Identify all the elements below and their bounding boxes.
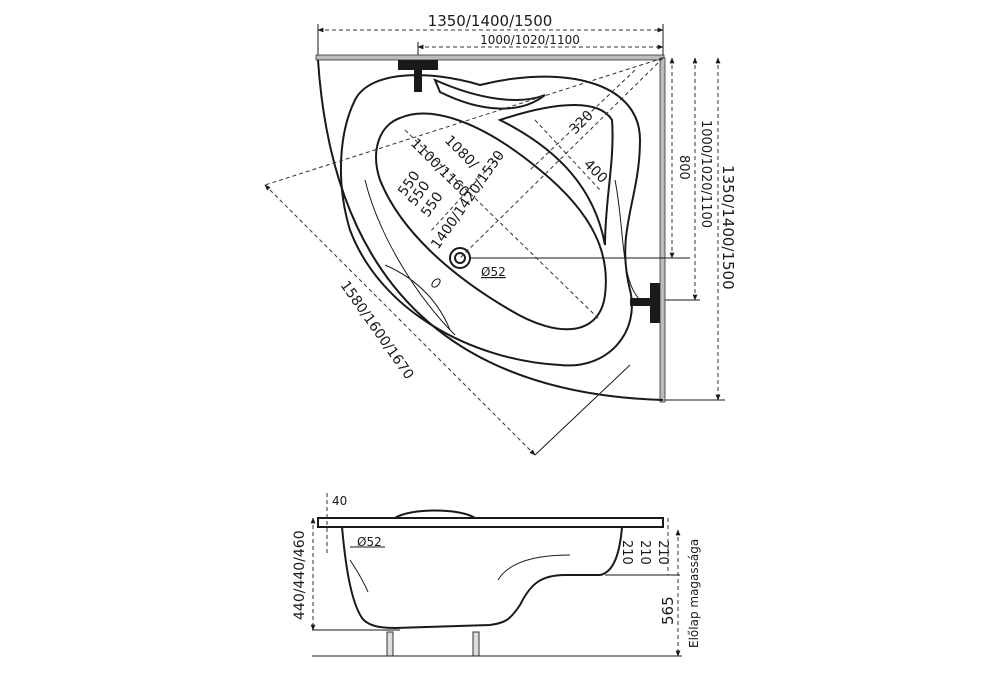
tub-basin xyxy=(375,112,607,331)
overflow-icon xyxy=(431,278,441,288)
dim-diagonal: 1580/1600/1670 xyxy=(337,278,417,382)
wall-top xyxy=(315,54,665,61)
dim-overall-width: 1350/1400/1500 xyxy=(428,12,553,30)
tub-contour xyxy=(614,179,641,301)
side-headrest xyxy=(394,509,476,519)
dim-right-800: 800 xyxy=(676,155,691,180)
dim-210-b: 210 xyxy=(637,540,652,565)
dim-210-a: 210 xyxy=(619,540,634,565)
side-rim xyxy=(317,517,664,528)
dim-rim: 40 xyxy=(332,494,347,508)
tub-outer-edge xyxy=(317,59,664,401)
drain-diameter-side: Ø52 xyxy=(357,535,382,549)
dim-400: 400 xyxy=(580,157,610,187)
dim-right-inner: 1000/1020/1100 xyxy=(698,120,713,228)
panel-height-label: Előlap magassága xyxy=(687,539,701,648)
tub-contour xyxy=(433,78,546,110)
drain-icon xyxy=(449,247,471,269)
side-body xyxy=(341,526,623,630)
side-contour xyxy=(497,554,571,581)
faucet-right xyxy=(630,283,660,323)
dim-line-diagonal xyxy=(264,184,536,456)
tub-armrest xyxy=(497,104,614,246)
dim-320: 320 xyxy=(567,108,597,138)
faucet-top xyxy=(398,60,438,92)
dim-565: 565 xyxy=(659,596,677,625)
side-view: Ø52 40 440/440/460 210 210 210 565 Előla… xyxy=(292,493,701,657)
top-view: 1350/1400/1500 1000/1020/1100 1580/1600/… xyxy=(264,12,737,456)
dim-height: 440/440/460 xyxy=(292,530,308,620)
leg-left xyxy=(386,631,394,657)
dim-inner-width: 1000/1020/1100 xyxy=(480,33,580,47)
drain-diameter-top: Ø52 xyxy=(481,265,506,279)
leg-right xyxy=(472,631,480,657)
side-contour xyxy=(349,559,369,593)
dim-right-overall: 1350/1400/1500 xyxy=(719,165,737,290)
dim-210-c: 210 xyxy=(655,540,670,565)
wall-right xyxy=(659,57,666,403)
